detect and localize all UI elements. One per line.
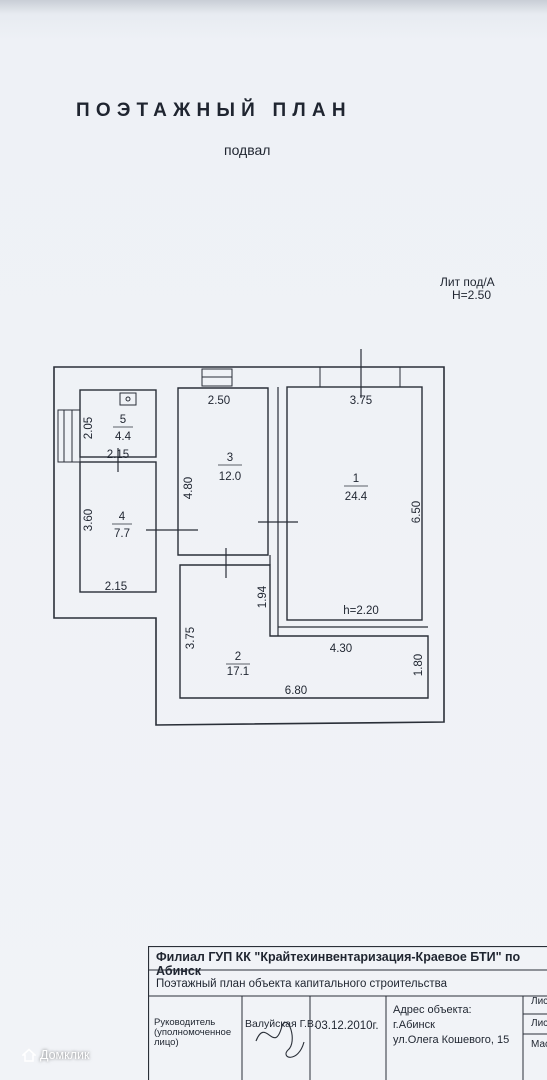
dim-r1-width: 3.75 — [350, 395, 372, 407]
page-title: ПОЭТАЖНЫЙ ПЛАН — [76, 100, 352, 121]
sink-icon — [125, 396, 131, 402]
signer-name: Валуйская Г.В. — [245, 1018, 317, 1030]
dim-r4-height: 3.60 — [83, 509, 95, 531]
house-icon — [22, 1048, 36, 1062]
dim-r2-right: 1.80 — [413, 654, 425, 676]
address-city: г.Абинск — [393, 1019, 435, 1031]
room-2-outline — [179, 564, 429, 699]
lit-label: Лит под/А — [440, 275, 495, 289]
signer-role: Руководитель (уполномоченное лицо) — [154, 1017, 232, 1048]
window — [57, 409, 81, 463]
title-block: Филиал ГУП КК "Крайтехинвентаризация-Кра… — [148, 946, 547, 1080]
dim-r4-width-top: 2.15 — [107, 449, 129, 461]
sheet-label: Лист — [531, 996, 547, 1007]
sink-icon — [119, 392, 137, 406]
watermark: Домклик — [22, 1048, 90, 1062]
scale-label: Масштаб — [531, 1039, 547, 1050]
room-3-outline — [177, 387, 269, 556]
sheets-label: Лист — [531, 1018, 547, 1029]
dim-r2-top: 4.30 — [330, 643, 352, 655]
room-4-number: 4 — [119, 511, 126, 523]
dim-r3-height: 4.80 — [183, 477, 195, 499]
title-block-grid — [148, 946, 547, 1080]
dim-r4-width-bottom: 2.15 — [105, 581, 127, 593]
dim-r1-height: 6.50 — [411, 501, 423, 523]
floor-subtitle: подвал — [224, 142, 271, 158]
room-4-area: 7.7 — [114, 528, 130, 540]
height-label: H=2.50 — [452, 288, 492, 302]
dim-r5-height: 2.05 — [83, 417, 95, 439]
dim-r2-width: 6.80 — [285, 685, 307, 697]
room-1-area: 24.4 — [345, 491, 368, 503]
room-5-area: 4.4 — [115, 431, 132, 443]
organization-name: Филиал ГУП КК "Крайтехинвентаризация-Кра… — [156, 950, 521, 978]
room-5-number: 5 — [120, 414, 126, 426]
room-1-number: 1 — [353, 473, 359, 485]
document-date: 03.12.2010г. — [315, 1020, 379, 1032]
address-street: ул.Олега Кошевого, 15 — [393, 1034, 510, 1046]
room-2-area: 17.1 — [227, 666, 249, 678]
outer-wall — [53, 366, 445, 726]
room-1-outline — [286, 386, 423, 621]
window — [319, 366, 401, 388]
dim-r1-ceiling: h=2.20 — [343, 605, 379, 617]
document-name: Поэтажный план объекта капитального стро… — [156, 978, 448, 990]
dim-r2-step: 1.94 — [257, 585, 269, 608]
signature-mark — [255, 1022, 305, 1058]
watermark-text: Домклик — [40, 1048, 90, 1062]
room-3-number: 3 — [227, 452, 233, 464]
room-3-area: 12.0 — [219, 471, 241, 483]
dim-r3-width: 2.50 — [208, 395, 230, 407]
dim-r2-height: 3.75 — [185, 627, 197, 649]
address-label: Адрес объекта: — [393, 1004, 472, 1016]
room-2-number: 2 — [235, 651, 241, 663]
